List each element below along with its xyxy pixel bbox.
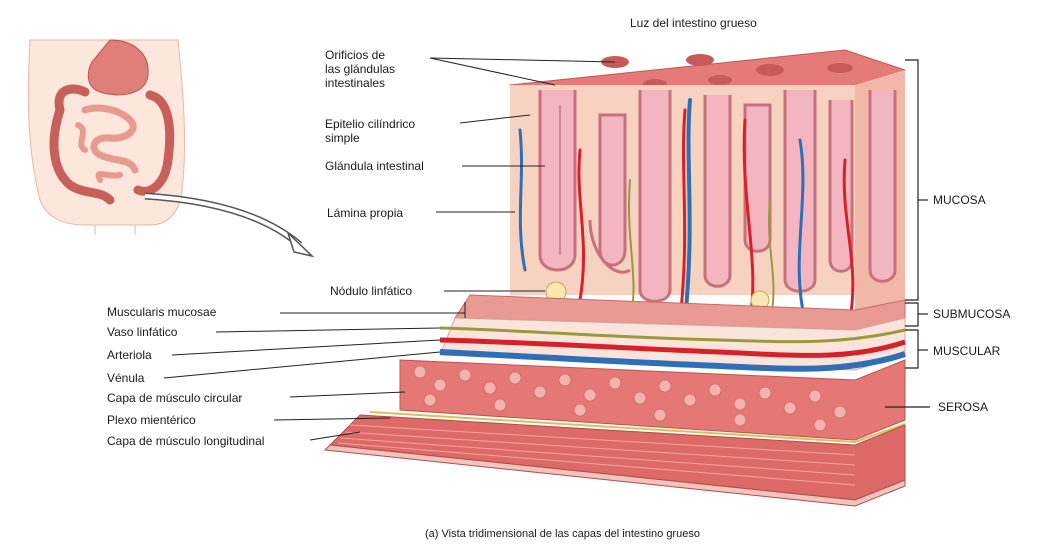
- myenteric-plexus-label: Plexo mientérico: [107, 413, 196, 427]
- leader-lines: [163, 57, 616, 441]
- lymphatic-nodule-label: Nódulo linfático: [330, 284, 413, 298]
- wall-block: [323, 49, 907, 507]
- gland-orifice: [686, 54, 714, 66]
- intestine-thumbnail: [49, 39, 175, 205]
- figure-caption: (a) Vista tridimensional de las capas de…: [425, 528, 700, 540]
- layer-brackets: [885, 59, 930, 408]
- circular-muscle-layer: [399, 359, 906, 441]
- muscularis-mucosae-label: Muscularis mucosae: [107, 305, 217, 319]
- lamina-propria-label: Lámina propia: [327, 206, 404, 220]
- lymph-vessel: [439, 326, 906, 344]
- lymph-vessel-label: Vaso linfático: [107, 325, 178, 339]
- serosa-layer: [323, 444, 906, 507]
- gland-orifices-label: Orificios de las glándulas intestinales: [325, 48, 396, 90]
- muscular-label: MUSCULAR: [933, 344, 1001, 358]
- pointer-arrow-icon: [144, 192, 315, 258]
- simple-columnar-epithelium-label: Epitelio cilíndrico simple: [325, 117, 416, 145]
- gland-orifice: [708, 75, 732, 85]
- lumen-label: Luz del intestino grueso: [630, 16, 757, 30]
- myenteric-plexus: [369, 411, 906, 444]
- mucosa-vessels: [518, 98, 855, 322]
- circular-muscle-cells: [413, 365, 847, 432]
- submucosa-label: SUBMUCOSA: [933, 307, 1011, 321]
- arteriole-vessel: [439, 337, 906, 358]
- venule-label: Vénula: [107, 371, 145, 385]
- venule-vessel: [439, 349, 906, 372]
- arteriole-label: Arteriola: [107, 348, 152, 362]
- gland-orifice: [827, 63, 853, 73]
- intestinal-gland-label: Glándula intestinal: [325, 159, 424, 173]
- serosa-label: SEROSA: [938, 400, 989, 414]
- mucosa-label: MUCOSA: [933, 193, 986, 207]
- longitudinal-muscle-label: Capa de músculo longitudinal: [107, 434, 265, 448]
- longitudinal-fibers: [337, 424, 856, 486]
- intestinal-glands: [538, 90, 897, 303]
- circular-muscle-label: Capa de músculo circular: [107, 391, 243, 405]
- gland-orifice: [756, 64, 784, 76]
